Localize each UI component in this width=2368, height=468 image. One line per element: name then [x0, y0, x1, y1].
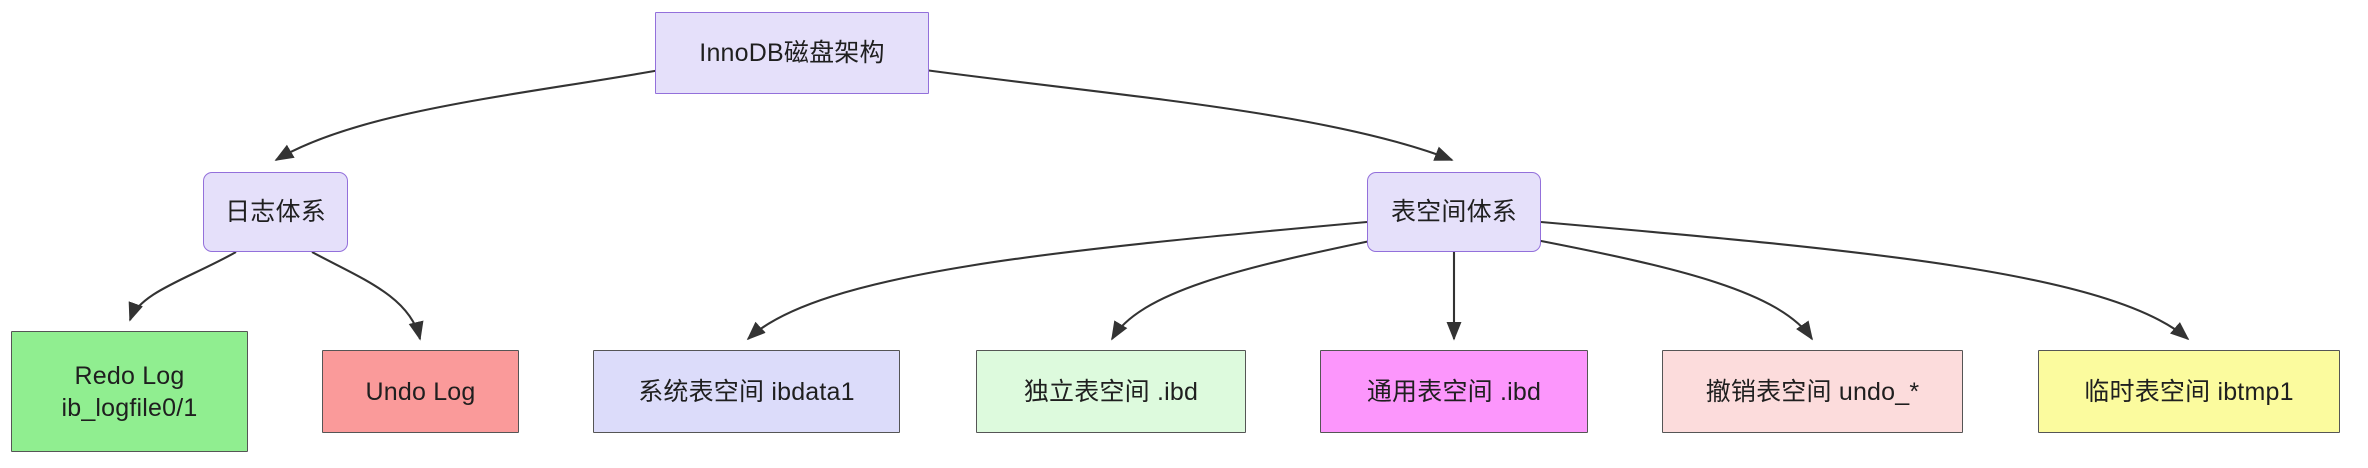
node-label-undo-tablespace: 撤销表空间 undo_*: [1705, 377, 1920, 406]
node-label-file-per-table-tablespace: 独立表空间 .ibd: [1023, 377, 1199, 406]
node-label-root: InnoDB磁盘架构: [699, 39, 885, 67]
node-log-system[interactable]: 日志体系: [203, 172, 348, 252]
node-label-temp-tablespace: 临时表空间 ibtmp1: [2084, 377, 2294, 406]
node-tablespace-system[interactable]: 表空间体系: [1367, 172, 1541, 252]
node-temp-tablespace[interactable]: 临时表空间 ibtmp1: [2038, 350, 2340, 433]
node-label-undo-log: Undo Log: [365, 377, 476, 406]
edge-tablespace-system-to-system-tablespace: [746, 220, 1368, 341]
edge-group: [128, 68, 2190, 341]
node-label-log-system: 日志体系: [225, 198, 326, 226]
edge-tablespace-system-to-file-per-table: [1111, 238, 1376, 341]
node-undo-tablespace[interactable]: 撤销表空间 undo_*: [1662, 350, 1963, 433]
node-label-general-tablespace: 通用表空间 .ibd: [1366, 377, 1542, 406]
edge-log-system-to-redo-log: [128, 251, 237, 322]
node-label-tablespace-system: 表空间体系: [1390, 198, 1517, 226]
edge-log-system-to-undo-log: [311, 251, 424, 341]
node-system-tablespace[interactable]: 系统表空间 ibdata1: [593, 350, 900, 433]
edge-root-to-log-system: [274, 68, 661, 161]
node-redo-log[interactable]: Redo Log ib_logfile0/1: [11, 331, 248, 452]
edge-tablespace-system-to-undo-tablespace: [1535, 238, 1813, 341]
node-label-system-tablespace: 系统表空间 ibdata1: [638, 377, 855, 406]
node-general-tablespace[interactable]: 通用表空间 .ibd: [1320, 350, 1588, 433]
node-undo-log[interactable]: Undo Log: [322, 350, 519, 433]
node-label-redo-log: Redo Log ib_logfile0/1: [61, 361, 198, 422]
edge-root-to-tablespace-system: [924, 68, 1454, 161]
node-root[interactable]: InnoDB磁盘架构: [655, 12, 929, 94]
node-file-per-table-tablespace[interactable]: 独立表空间 .ibd: [976, 350, 1246, 433]
edge-tablespace-system-to-temp-tablespace: [1540, 220, 2190, 341]
